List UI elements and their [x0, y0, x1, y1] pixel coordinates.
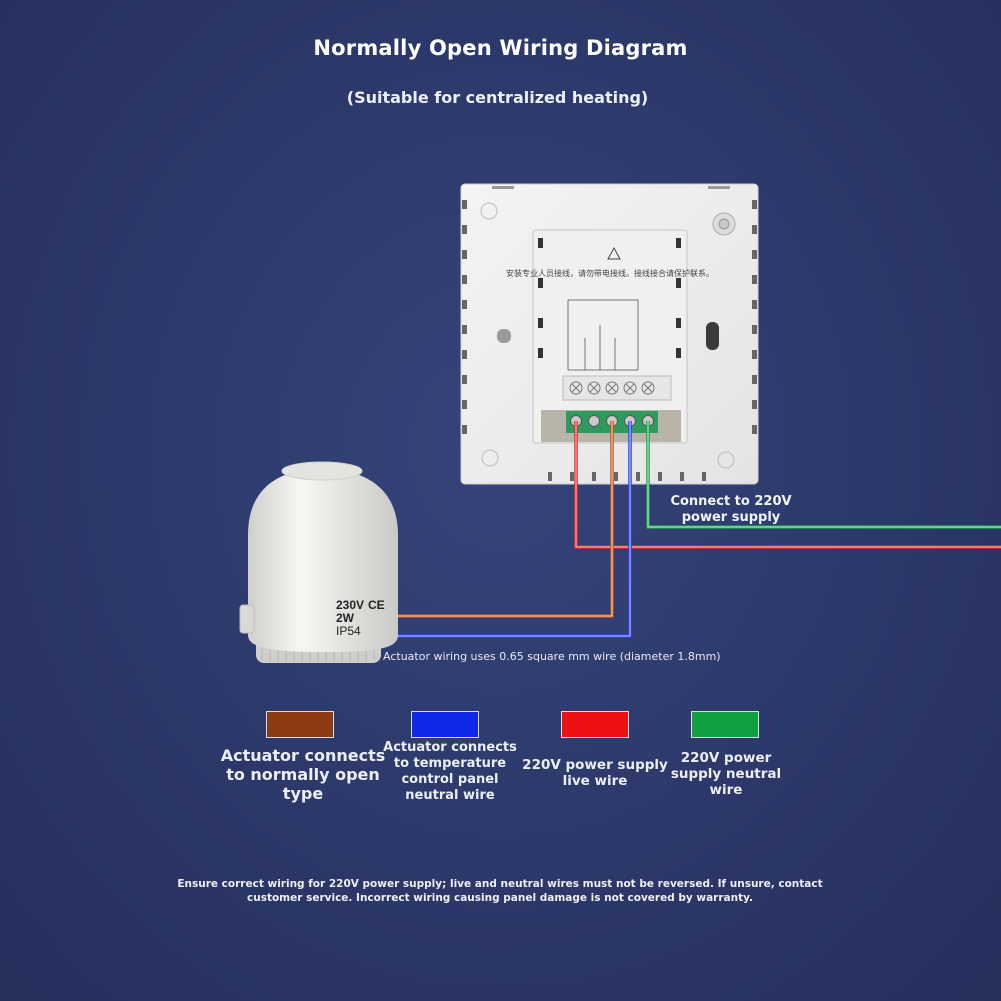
legend-swatch-blue — [411, 711, 479, 738]
connect-power-label: Connect to 220V power supply — [670, 494, 792, 525]
actuator-ip-label: IP54 — [336, 624, 361, 638]
actuator-power-label: 2W — [336, 611, 355, 625]
warning-label: 安装专业人员接线，请勿带电接线。接线接合请保护联系。 — [506, 246, 714, 278]
thermostat-back-panel: 安装专业人员接线，请勿带电接线。接线接合请保护联系。 — [460, 183, 759, 485]
legend-label-normally-open: Actuator connects to normally open type — [220, 746, 386, 803]
warning-text: 安装专业人员接线，请勿带电接线。接线接合请保护联系。 — [506, 268, 714, 278]
diagram-title: Normally Open Wiring Diagram — [313, 36, 688, 60]
ce-mark: CE — [368, 598, 385, 612]
thermal-actuator: 230V CE 2W IP54 — [239, 461, 398, 663]
diagram-subtitle: (Suitable for centralized heating) — [346, 88, 649, 107]
wiring-schematic — [567, 299, 639, 371]
actuator-voltage-label: 230V — [336, 598, 364, 612]
vent-slots-bottom — [548, 472, 706, 481]
legend-label-live-wire: 220V power supply live wire — [522, 757, 668, 789]
legend-label-panel-neutral: Actuator connects to temperature control… — [383, 740, 517, 803]
vent-slots-left — [462, 200, 467, 434]
legend-swatch-red — [561, 711, 629, 738]
legend-label-neutral-wire: 220V power supply neutral wire — [670, 750, 782, 798]
legend-swatch-brown — [266, 711, 334, 738]
vent-slots-right — [752, 200, 757, 434]
wire-spec-note: Actuator wiring uses 0.65 square mm wire… — [383, 650, 721, 663]
warranty-footer: Ensure correct wiring for 220V power sup… — [177, 878, 823, 904]
screw-icon — [712, 212, 736, 236]
legend-swatch-green — [691, 711, 759, 738]
wires — [395, 421, 1001, 638]
terminal-screws — [569, 381, 655, 395]
